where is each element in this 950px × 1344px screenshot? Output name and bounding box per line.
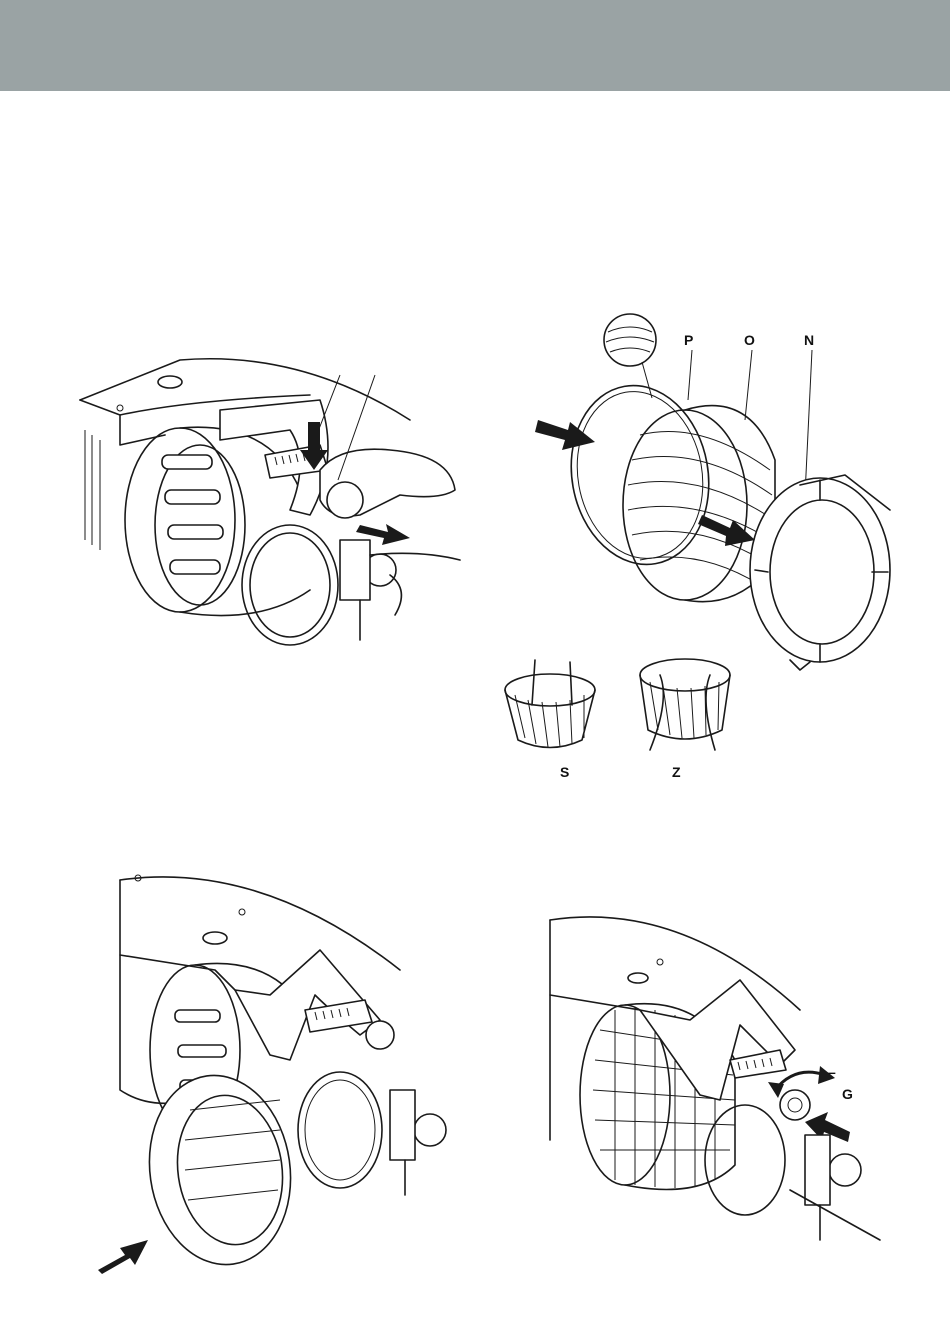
figure-2-exploded-assembly <box>500 310 920 770</box>
label-g: G <box>842 1086 853 1102</box>
label-z: Z <box>672 764 681 780</box>
figure-1-lever-adjust <box>70 340 470 650</box>
label-o: O <box>744 332 755 348</box>
figure-4-tighten-knob <box>540 900 900 1260</box>
knob-g-icon <box>780 1090 810 1120</box>
figure-3-insert-frame <box>80 860 460 1280</box>
label-s: S <box>560 764 569 780</box>
label-p: P <box>684 332 693 348</box>
header-band <box>0 0 950 91</box>
label-minus: – <box>828 1064 836 1080</box>
label-n: N <box>804 332 814 348</box>
